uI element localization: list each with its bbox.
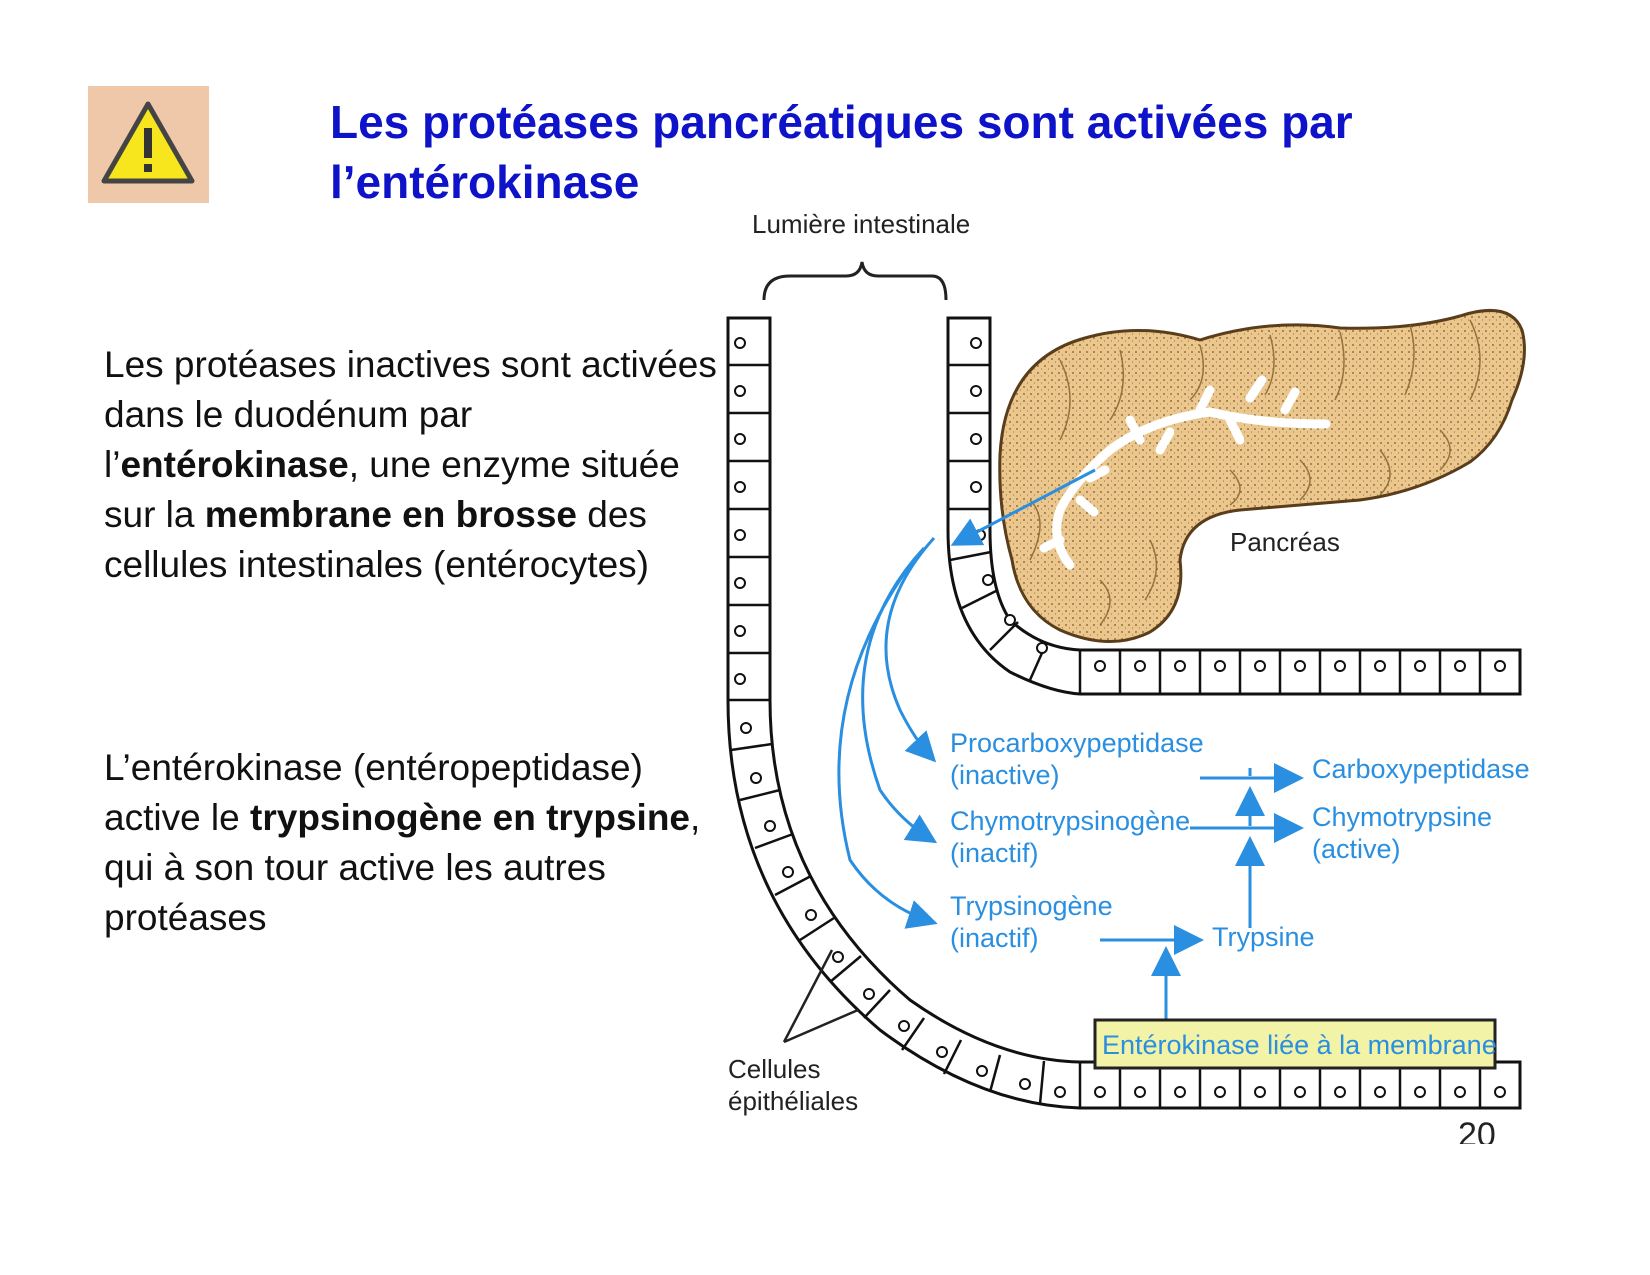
cell-nuclei [734, 337, 1506, 1098]
page-number: 20 [1458, 1120, 1496, 1144]
p2-text-2: , qui à son tour active les autres proté… [104, 797, 701, 938]
lumen-brace [762, 261, 948, 301]
p1-bold-enterokinase: entérokinase [120, 444, 349, 485]
chymotrypsin-label: Chymotrypsine [1312, 802, 1492, 832]
p2-text-1: L’entérokinase (entéropeptidase) active … [104, 747, 643, 838]
paragraph-enterokinase-location: Les protéases inactives sont activées da… [104, 340, 724, 590]
enterokinase-box [1093, 1018, 1497, 1070]
p1-text-1: Les protéases inactives sont activées da… [104, 344, 717, 485]
paragraph-trypsin-activation: L’entérokinase (entéropeptidase) active … [104, 743, 744, 943]
lumen-label: Lumière intestinale [752, 209, 970, 239]
enterokinase-label: Entérokinase liée à la membrane [1102, 1030, 1497, 1060]
activation-arrows [1100, 763, 1304, 1022]
secretion-arrows [837, 468, 1096, 929]
p1-bold-brush-border: membrane en brosse [204, 494, 577, 535]
trypsin-label: Trypsine [1212, 922, 1315, 952]
carboxypeptidase-label: Carboxypeptidase [1312, 754, 1530, 784]
warning-box [88, 86, 209, 203]
procarboxypeptidase-label: Procarboxypeptidase [950, 728, 1204, 758]
warning-triangle-icon [101, 101, 195, 184]
trypsinogen-label: Trypsinogène [950, 891, 1113, 921]
epithelial-cells-label-2: épithéliales [728, 1086, 858, 1116]
intestinal-wall [726, 316, 1522, 1110]
pancreas-label: Pancréas [1230, 527, 1340, 557]
chymotrypsin-state: (active) [1312, 834, 1401, 864]
p1-text-2: , une enzyme située sur la [104, 444, 680, 535]
trypsinogen-state: (inactif) [950, 923, 1039, 953]
pancreatic-duct [1039, 375, 1331, 570]
epithelial-cells-label-1: Cellules [728, 1054, 821, 1084]
pancreas [998, 308, 1526, 643]
slide-title: Les protéases pancréatiques sont activée… [330, 96, 1353, 208]
wall-cell-dividers [728, 363, 1482, 1108]
procarboxypeptidase-state: (inactive) [950, 760, 1060, 790]
epithelial-pointer [782, 949, 859, 1044]
p1-text-3: des cellules intestinales (entérocytes) [104, 494, 649, 585]
chymotrypsinogen-state: (inactif) [950, 838, 1039, 868]
chymotrypsinogen-label: Chymotrypsinogène [950, 806, 1190, 836]
p2-bold-trypsinogen: trypsinogène en trypsine [250, 797, 691, 838]
